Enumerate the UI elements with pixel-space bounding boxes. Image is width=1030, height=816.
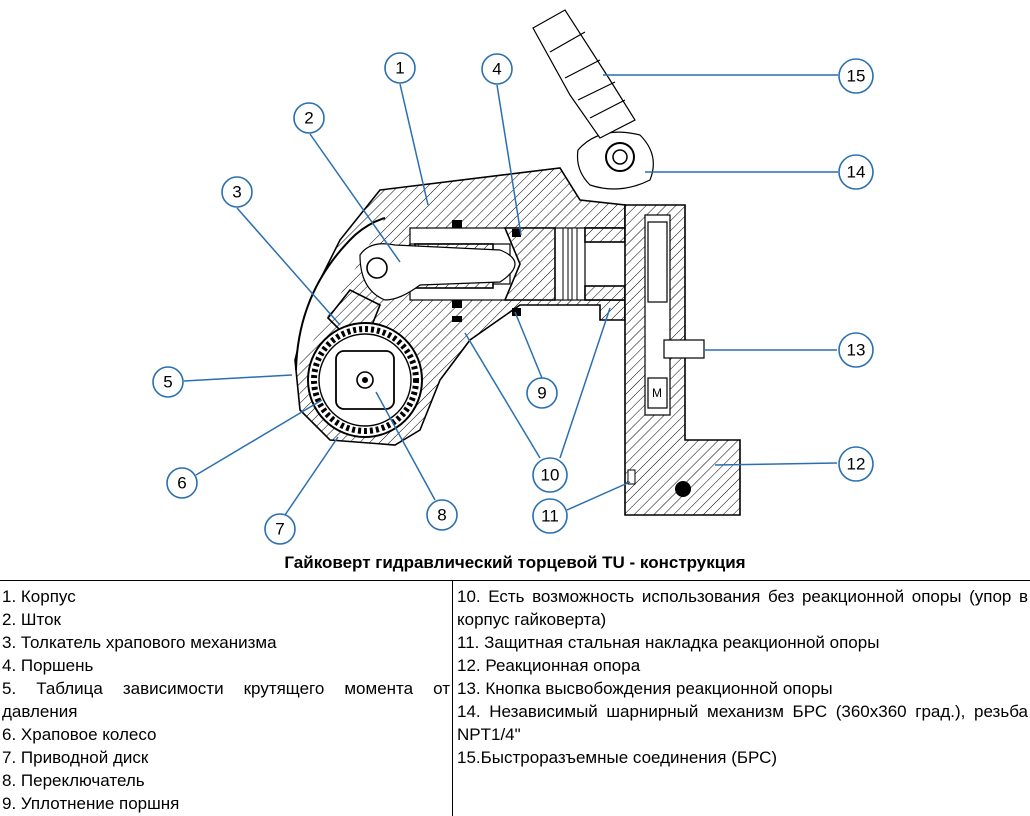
- legend-column-left: 1. Корпус 2. Шток 3. Толкатель храпового…: [0, 581, 453, 816]
- piston: [503, 227, 556, 301]
- legend-item-9: 9. Уплотнение поршня: [2, 794, 180, 813]
- o-ring-2: [571, 227, 578, 301]
- leader-8: [375, 391, 436, 501]
- leader-3: [236, 207, 341, 326]
- piston-seal-bottom: [512, 308, 521, 316]
- callout-11: 11: [532, 498, 568, 534]
- callout-10: 10: [532, 457, 568, 493]
- leader-6: [195, 399, 323, 476]
- svg-text:11: 11: [541, 507, 559, 526]
- leader-4: [496, 84, 522, 236]
- callout-7: 7: [264, 513, 296, 545]
- callout-8: 8: [426, 499, 458, 531]
- leader-10b: [559, 307, 611, 459]
- coupler-line-1: [549, 31, 586, 53]
- svg-text:9: 9: [537, 384, 546, 403]
- svg-text:4: 4: [492, 60, 501, 79]
- rod-seal-bottom: [452, 300, 462, 308]
- svg-text:12: 12: [847, 455, 866, 474]
- svg-text:7: 7: [275, 520, 284, 539]
- callout-2: 2: [293, 102, 325, 134]
- legend-item-4: 4. Поршень: [2, 656, 94, 675]
- leader-12: [714, 462, 838, 466]
- svg-text:8: 8: [437, 506, 446, 525]
- rod-seal-bottom2: [452, 316, 462, 322]
- svg-text:15: 15: [847, 67, 866, 86]
- legend-item-5: 5. Таблица зависимости крутящего момента…: [2, 679, 450, 721]
- legend-column-right: 10. Есть возможность использования без р…: [454, 581, 1030, 816]
- callout-4: 4: [481, 53, 513, 85]
- svg-text:13: 13: [847, 341, 866, 360]
- steel-pad: [627, 469, 636, 485]
- svg-text:1: 1: [395, 59, 404, 78]
- o-ring-1: [562, 227, 569, 301]
- leader-5: [183, 374, 293, 382]
- callout-14: 14: [838, 154, 874, 190]
- torque-wrench-diagram: M 1 2 3 4 5 6 7 8 9 10 11 12 13 14 15: [152, 9, 874, 545]
- rear-cap-hatched-top: [584, 227, 626, 243]
- callout-3: 3: [221, 176, 253, 208]
- svg-text:6: 6: [177, 474, 186, 493]
- leader-1: [399, 83, 429, 206]
- reaction-arm: [624, 204, 741, 516]
- piston-seal-top: [512, 229, 521, 237]
- leader-9: [514, 311, 543, 379]
- legend-item-2: 2. Шток: [2, 610, 61, 629]
- release-button: [663, 339, 705, 359]
- legend-item-10: 10. Есть возможность использования без р…: [457, 587, 1028, 629]
- diagram-caption: Гайковерт гидравлический торцевой TU - к…: [284, 553, 746, 572]
- svg-text:2: 2: [304, 109, 313, 128]
- svg-text:5: 5: [163, 373, 172, 392]
- svg-text:14: 14: [847, 163, 866, 182]
- coupler-line-2: [564, 59, 601, 79]
- reaction-arm-hole: [675, 481, 691, 497]
- legend-item-15: 15.Быстроразъемные соединения (БРС): [457, 748, 778, 767]
- spring-label: M: [652, 386, 662, 400]
- coupler-line-3: [577, 81, 616, 101]
- legend-item-13: 13. Кнопка высвобождения реакционной опо…: [457, 679, 833, 698]
- leader-2: [309, 133, 401, 263]
- leader-7: [284, 436, 339, 516]
- legend-item-14: 14. Независимый шарнирный механизм БРС (…: [457, 702, 1028, 744]
- svg-text:10: 10: [541, 466, 560, 485]
- legend-item-11: 11. Защитная стальная накладка реакционн…: [457, 633, 880, 652]
- ratchet-teeth: [311, 326, 419, 434]
- callout-6: 6: [166, 467, 198, 499]
- callout-1: 1: [384, 52, 416, 84]
- callout-5: 5: [152, 366, 184, 398]
- coupler-body: [532, 9, 636, 139]
- svg-text:3: 3: [232, 183, 241, 202]
- rod-seal-top: [452, 220, 462, 228]
- callout-12: 12: [838, 446, 874, 482]
- legend-item-7: 7. Приводной диск: [2, 748, 149, 767]
- callout-13: 13: [838, 332, 874, 368]
- leader-10a: [464, 332, 541, 459]
- legend-item-6: 6. Храповое колесо: [2, 725, 157, 744]
- swivel-bolt-inner: [612, 149, 628, 165]
- legend-item-1: 1. Корпус: [2, 587, 76, 606]
- legend-item-3: 3. Толкатель храпового механизма: [2, 633, 277, 652]
- leader-11: [566, 481, 631, 511]
- legend-item-8: 8. Переключатель: [2, 771, 145, 790]
- callout-15: 15: [838, 58, 874, 94]
- rear-cap-hatched-bottom: [584, 285, 626, 301]
- spring-box: [647, 377, 668, 409]
- link-arm: [359, 243, 516, 301]
- reaction-arm-bolt: [647, 221, 668, 303]
- drive-center-dot: [362, 377, 368, 383]
- coupler-line-4: [589, 99, 626, 119]
- link-pin: [366, 257, 388, 279]
- callout-9: 9: [526, 377, 558, 409]
- legend-item-12: 12. Реакционная опора: [457, 656, 641, 675]
- legend-table: 1. Корпус 2. Шток 3. Толкатель храпового…: [0, 580, 1030, 816]
